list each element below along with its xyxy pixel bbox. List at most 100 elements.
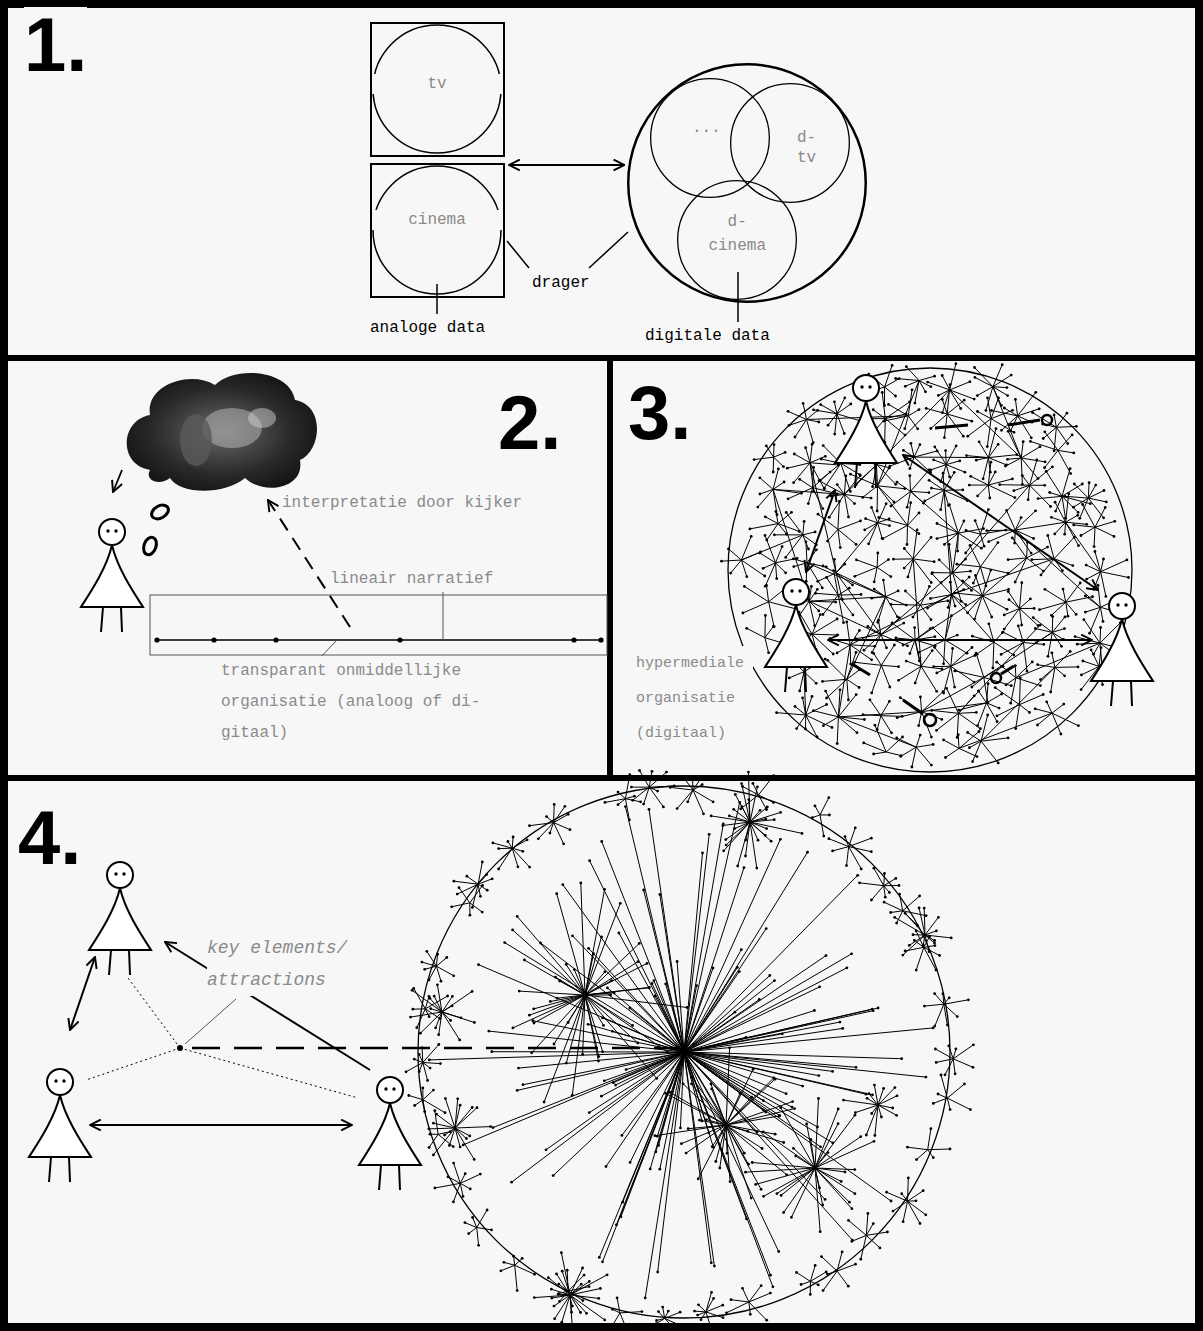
attraction-network xyxy=(534,995,585,1023)
attraction-network xyxy=(695,984,698,987)
hypermedia-network xyxy=(946,465,965,473)
hypermedia-network xyxy=(812,619,837,634)
hypermedia-network xyxy=(944,449,947,452)
hypermedia-network xyxy=(881,645,894,665)
hypermedia-network xyxy=(805,715,806,729)
attraction-network xyxy=(684,1011,873,1052)
attraction-network xyxy=(721,824,724,827)
attraction-network xyxy=(644,1297,647,1300)
attraction-network xyxy=(588,859,591,862)
hypermedia-network xyxy=(1003,614,1006,617)
hypermedia-network xyxy=(956,563,959,566)
attraction-network xyxy=(664,1092,667,1095)
hypermedia-network xyxy=(1080,674,1083,677)
hypermedia-network xyxy=(938,390,949,396)
hypermedia-network xyxy=(832,569,835,572)
hypermedia-network xyxy=(1036,663,1039,666)
attraction-network xyxy=(684,1052,833,1143)
hypermedia-network xyxy=(1091,650,1099,667)
attraction-network xyxy=(851,1207,854,1210)
hypermedia-network xyxy=(1113,535,1116,538)
panel-frames xyxy=(0,355,1203,361)
attraction-network xyxy=(585,963,647,995)
attraction-network xyxy=(815,1115,855,1168)
attraction-network xyxy=(782,1211,785,1214)
hypermedia-network xyxy=(955,593,983,596)
hypermedia-network xyxy=(831,726,834,729)
hypermedia-network xyxy=(933,646,936,649)
hypermedia-network xyxy=(943,436,946,439)
attraction-network xyxy=(684,929,766,1052)
attraction-network xyxy=(746,1168,816,1172)
hypermedia-network xyxy=(961,580,964,583)
hypermedia-network xyxy=(1052,629,1064,633)
hypermedia-network xyxy=(810,444,812,463)
attraction-network xyxy=(585,937,602,995)
hypermedia-network xyxy=(942,662,945,665)
hypermedia-network xyxy=(872,753,875,756)
hypermedia-network xyxy=(747,628,765,637)
hypermedia-network xyxy=(970,589,973,592)
attraction-network xyxy=(747,771,750,774)
hypermedia-network xyxy=(982,558,1026,596)
hypermedia-network xyxy=(980,547,983,550)
hypermedia-network xyxy=(870,700,881,716)
attraction-network xyxy=(756,1168,815,1184)
attraction-network xyxy=(552,1174,555,1177)
attraction-network xyxy=(570,1295,605,1320)
hypermedia-network xyxy=(838,712,921,717)
hypermedia-network xyxy=(975,459,978,462)
hypermedia-network xyxy=(1036,724,1039,727)
hypermedia-network xyxy=(881,715,902,717)
hypermedia-network xyxy=(821,405,837,414)
attraction-network xyxy=(776,1192,779,1195)
attraction-network xyxy=(629,1161,632,1164)
hypermedia-network xyxy=(792,557,795,560)
attraction-network xyxy=(824,1198,827,1201)
hypermedia-network xyxy=(947,414,972,421)
hypermedia-network xyxy=(919,381,926,392)
hypermedia-network xyxy=(926,381,929,384)
hypermedia-network xyxy=(942,690,945,693)
attraction-network xyxy=(684,1022,840,1052)
hypermedia-network xyxy=(822,613,825,616)
hypermedia-network xyxy=(978,412,992,419)
hypermedia-network xyxy=(913,559,921,666)
hypermedia-network xyxy=(850,595,952,645)
hypermedia-network xyxy=(877,516,880,519)
hypermedia-network xyxy=(990,616,993,619)
attraction-network xyxy=(590,861,684,1052)
hypermedia-network xyxy=(944,640,946,664)
hypermedia-network xyxy=(893,644,896,647)
hypermedia-network xyxy=(1020,705,1030,713)
hypermedia-network xyxy=(988,485,1015,498)
attraction-network xyxy=(684,956,826,1052)
attraction-network xyxy=(750,822,757,868)
hypermedia-network xyxy=(968,733,982,742)
hypermedia-network xyxy=(1077,724,1080,727)
attraction-network xyxy=(611,1030,614,1033)
hypermedia-network xyxy=(935,690,938,693)
attraction-network xyxy=(533,1296,536,1299)
hypermedia-network xyxy=(1029,598,1032,601)
hypermedia-network xyxy=(969,485,988,486)
hypermedia-network xyxy=(908,410,919,416)
attraction-network xyxy=(463,1052,684,1145)
hypermedia-network xyxy=(847,622,850,645)
hypermedia-network xyxy=(785,511,788,514)
hypermedia-network xyxy=(1007,590,1010,593)
hypermedia-network xyxy=(895,637,898,640)
attraction-network xyxy=(547,1276,550,1279)
attraction-network xyxy=(819,1145,822,1148)
hypermedia-network xyxy=(1043,430,1046,433)
hypermedia-network xyxy=(964,552,967,555)
hypermedia-network xyxy=(782,465,785,468)
hypermedia-network xyxy=(1063,533,1066,536)
hypermedia-network xyxy=(953,573,972,591)
attraction-network xyxy=(649,1168,652,1171)
hypermedia-network xyxy=(862,742,865,745)
attraction-network xyxy=(648,986,651,989)
attraction-network xyxy=(638,942,641,945)
hypermedia-network xyxy=(836,652,839,655)
hypermedia-network xyxy=(823,487,826,490)
